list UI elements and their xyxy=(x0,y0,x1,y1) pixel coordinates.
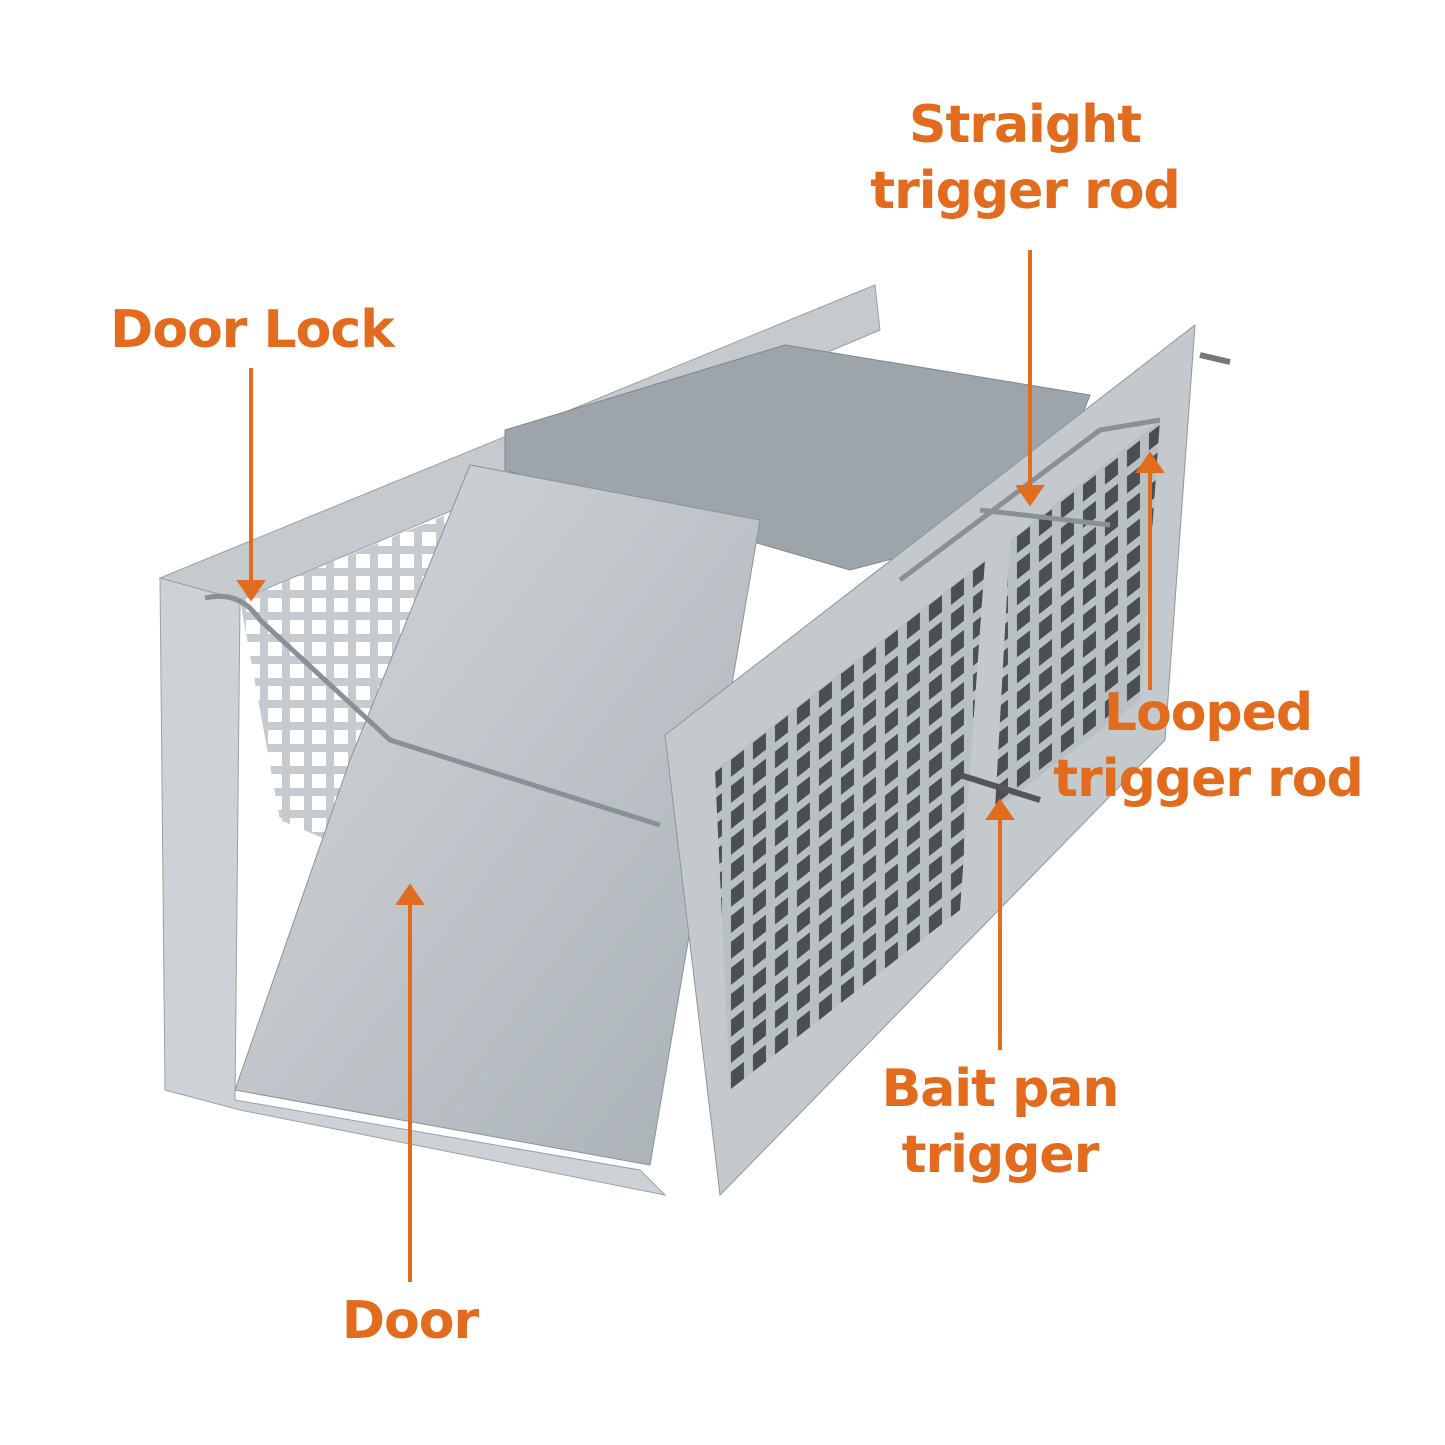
label-looped-trigger-rod: Looped trigger rod xyxy=(1053,680,1363,812)
bait-pan-rod xyxy=(959,772,1041,803)
right-mesh xyxy=(715,560,985,1090)
label-straight-trigger-rod: Straight trigger rod xyxy=(870,92,1180,224)
right-mesh-rear xyxy=(995,420,1160,810)
front-frame xyxy=(159,577,667,1196)
label-line: Door Lock xyxy=(110,300,395,360)
trigger-rod xyxy=(898,417,1161,582)
leader-arrows xyxy=(236,250,1165,1282)
door-lock-rod xyxy=(204,593,661,828)
label-line: Door xyxy=(341,1291,479,1351)
label-bait-pan-trigger: Bait pan trigger xyxy=(881,1056,1120,1188)
label-line: Straight xyxy=(909,95,1142,155)
label-door-lock: Door Lock xyxy=(110,297,395,363)
label-door: Door xyxy=(341,1288,479,1354)
label-line: Looped xyxy=(1103,683,1313,743)
door-plate xyxy=(234,464,761,1166)
label-line: trigger rod xyxy=(1053,749,1363,809)
label-line: trigger xyxy=(901,1125,1100,1185)
label-line: trigger rod xyxy=(870,161,1180,221)
label-line: Bait pan xyxy=(881,1059,1120,1119)
